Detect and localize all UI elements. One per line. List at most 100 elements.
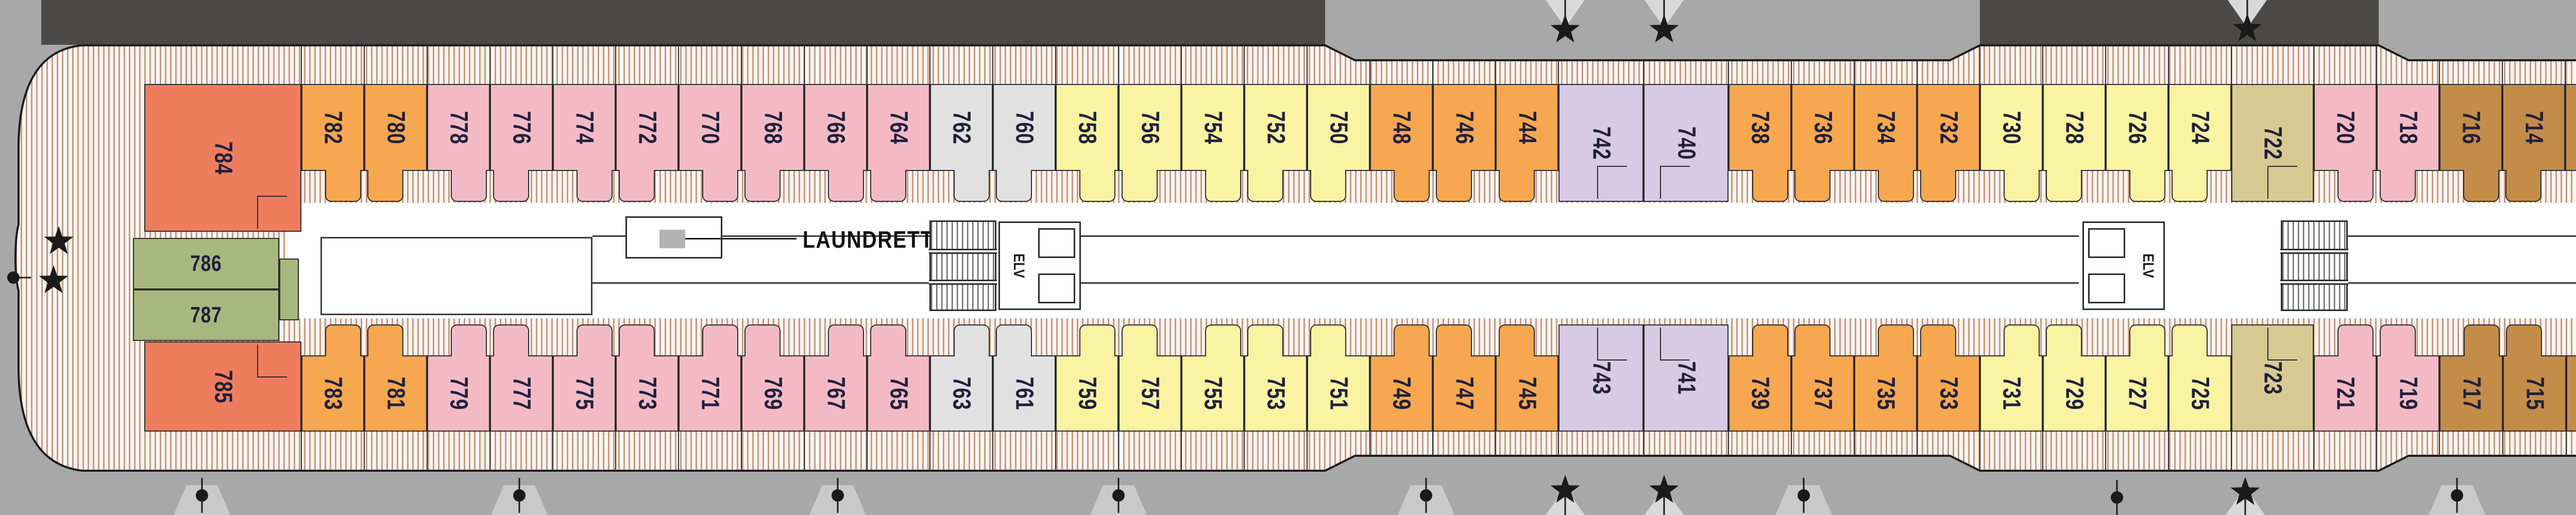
cabin-765-label: 765 [885,376,912,410]
cabin-746-vestibule [1436,170,1472,202]
suite-notch [1597,328,1627,360]
cabin-722: 722 [2231,84,2314,202]
cabin-735-label: 735 [1872,376,1900,410]
cabin-718-vestibule [2380,170,2416,202]
cabin-775-vestibule [577,324,613,356]
cabin-726-vestibule [2129,170,2165,202]
cabin-737: 737 [1791,355,1854,432]
cabin-779: 779 [427,355,490,432]
cabin-715-vestibule [2506,324,2542,356]
cabin-757-label: 757 [1136,376,1164,410]
laundrette-leader-line [685,238,796,239]
pole-dot-icon [513,489,526,502]
cabin-734-label: 734 [1872,111,1900,144]
fwd-elevator: ELV [2082,221,2165,310]
star-icon [1649,14,1679,43]
cabin-732: 732 [1917,84,1980,171]
cabin-772: 772 [616,84,679,171]
cabin-736-label: 736 [1809,111,1837,144]
cabin-733: 733 [1917,355,1980,432]
cabin-767-vestibule [828,324,864,356]
cabin-749: 749 [1370,355,1433,432]
cabin-737-label: 737 [1809,376,1837,410]
suite-notch [257,345,287,377]
cabin-719: 719 [2377,355,2439,432]
cabin-746-label: 746 [1450,111,1478,144]
cabin-754-vestibule [1205,170,1241,202]
cabin-740: 740 [1643,84,1728,202]
cabin-755: 755 [1181,355,1244,432]
star-icon [44,226,74,254]
cabin-740-label: 740 [1672,126,1700,160]
cabin-742-label: 742 [1587,126,1615,160]
cabin-717: 717 [2439,355,2503,432]
pole-dot-icon [1420,489,1432,502]
cabin-727-vestibule [2129,324,2165,356]
cabin-744-label: 744 [1513,111,1541,144]
fwd-stairs [2280,220,2348,311]
cabin-751-label: 751 [1325,376,1352,410]
cabin-764-label: 764 [885,111,912,144]
cabin-777: 777 [490,355,553,432]
cabin-754-label: 754 [1199,111,1227,144]
pole-dot-icon [2111,491,2123,504]
cabin-741: 741 [1643,324,1728,432]
cabin-785-label: 785 [209,370,236,403]
suite-notch [257,196,287,229]
cabin-780: 780 [364,84,427,171]
elevator-door-icon [1038,228,1075,258]
star-icon [1550,475,1580,503]
elevator-door-icon [2088,273,2125,303]
cabin-742: 742 [1558,84,1643,202]
cabin-776: 776 [490,84,553,171]
cabin-724: 724 [2168,84,2231,171]
cabin-774: 774 [553,84,616,171]
cabin-786: 786 [133,238,279,289]
cabin-761: 761 [993,355,1056,432]
cabin-782-vestibule [325,170,361,202]
cabin-777-vestibule [493,324,529,356]
cabin-714: 714 [2502,84,2565,171]
star-icon [1649,475,1679,503]
cabin-722-label: 722 [2259,126,2286,160]
cabin-765-vestibule [870,324,906,356]
cabin-767: 767 [804,355,867,432]
cabin-751: 751 [1307,355,1370,432]
cabin-750-vestibule [1310,170,1346,202]
elevator-door-icon [2088,228,2125,258]
star-icon [2230,477,2260,505]
cabin-738: 738 [1728,84,1791,171]
cabin-752-label: 752 [1262,111,1290,144]
cabin-778-label: 778 [445,111,472,144]
cabin-725: 725 [2168,355,2231,432]
cabin-727-label: 727 [2123,376,2151,410]
cabin-726-label: 726 [2123,111,2151,144]
cabin-732-vestibule [1920,170,1956,202]
cabin-766: 766 [804,84,867,171]
cabin-735-vestibule [1878,324,1914,356]
cabin-762-vestibule [954,170,990,202]
cabin-786-label: 786 [190,251,222,276]
cabin-780-vestibule [367,170,403,202]
cabin-782: 782 [301,84,364,171]
cabin-783: 783 [301,355,364,432]
cabin-760: 760 [993,84,1056,171]
cabin-771: 771 [679,355,741,432]
cabin-757: 757 [1118,355,1181,432]
cabin-723: 723 [2231,324,2314,432]
cabin-776-vestibule [493,170,529,202]
cabin-714-vestibule [2505,170,2541,202]
cabin-752-vestibule [1247,170,1283,202]
cabin-781-label: 781 [382,376,410,410]
cabin-780-label: 780 [382,111,410,144]
star-icon [39,265,69,294]
cabin-778: 778 [427,84,490,171]
cabin-750: 750 [1307,84,1370,171]
cabin-787-label: 787 [190,302,222,328]
fwd-elevator-label: ELV [2140,253,2157,278]
cabin-748-vestibule [1394,170,1430,202]
cabin-760-vestibule [996,170,1032,202]
cabin-779-label: 779 [445,376,472,410]
cabin-718: 718 [2377,84,2439,171]
cabin-761-label: 761 [1010,376,1038,410]
